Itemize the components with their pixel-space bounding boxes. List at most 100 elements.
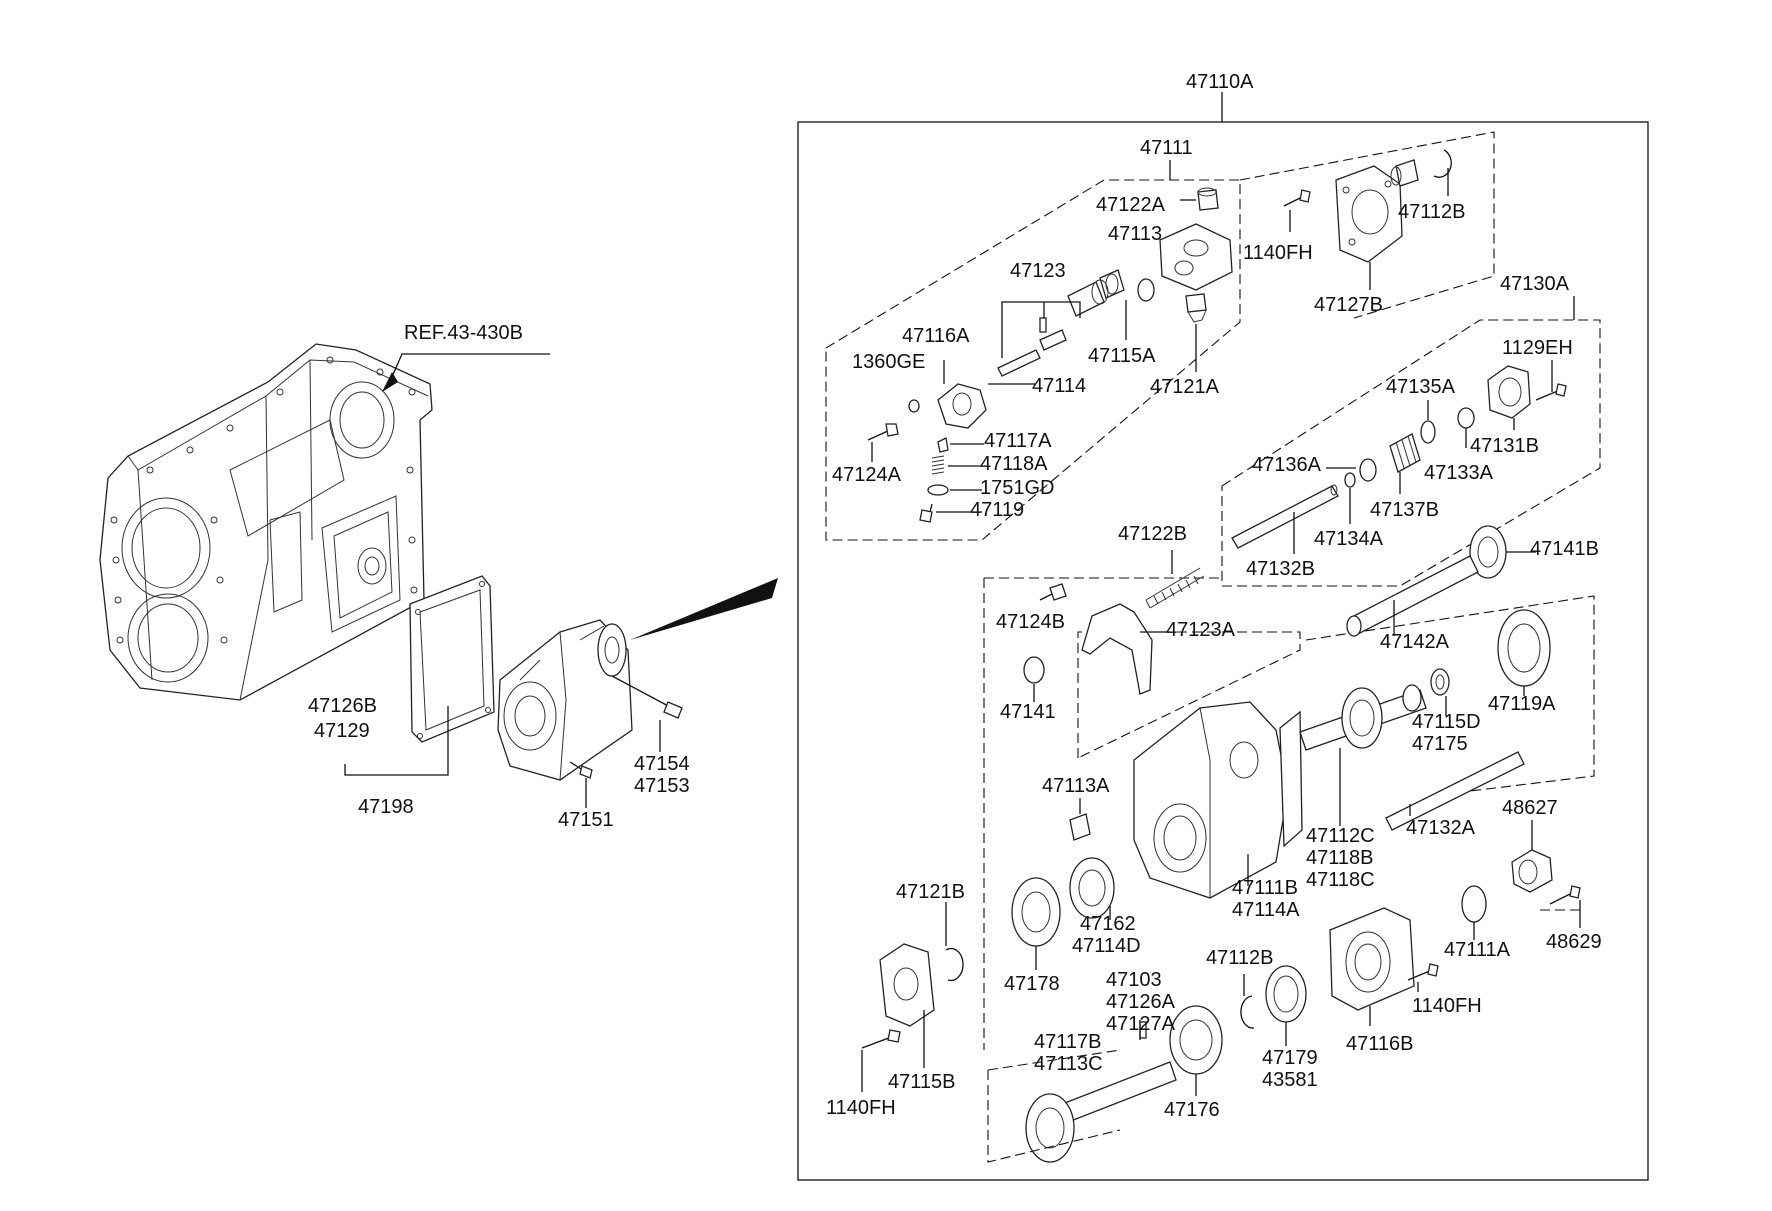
label-47115b: 47115B [888, 1071, 956, 1093]
label-47198: 47198 [358, 796, 414, 818]
valve-body-47113 [1159, 223, 1233, 291]
label-47113c: 47113C [1034, 1053, 1103, 1075]
bearing-47162 [1069, 857, 1115, 919]
bushing-47112b-top [1390, 159, 1419, 187]
group-cover [1239, 131, 1495, 319]
label-ref-43-430b: REF.43-430B [404, 322, 523, 344]
label-47113a: 47113A [1042, 775, 1110, 797]
bolt-47124a [867, 423, 899, 441]
ref-arrowhead [382, 372, 398, 392]
bolt-48629 [1549, 885, 1581, 905]
label-47127b: 47127B [1314, 294, 1383, 316]
pin-47123 [1039, 317, 1047, 333]
label-47112b-bottom: 47112B [1206, 947, 1274, 969]
hub-47119a [1497, 609, 1551, 687]
oring-47113 [1137, 278, 1155, 302]
label-47118b: 47118B [1306, 847, 1374, 869]
label-47175: 47175 [1412, 733, 1468, 755]
seal-47136a [1359, 458, 1377, 482]
shift-fork-47123a [1081, 603, 1153, 695]
label-47114d: 47114D [1072, 935, 1141, 957]
detail-frame-47110a [797, 121, 1649, 1181]
label-47122a: 47122A [1096, 194, 1165, 216]
label-47135a: 47135A [1386, 376, 1455, 398]
group-47130a [1221, 319, 1601, 587]
cover-47127b [1335, 165, 1403, 263]
transmission-case [99, 343, 433, 701]
label-47111b: 47111B [1232, 877, 1298, 899]
label-47103: 47103 [1106, 969, 1162, 991]
label-48629: 48629 [1546, 931, 1602, 953]
bearing-47176 [1169, 1005, 1223, 1075]
bolt-47154 [611, 675, 683, 719]
label-47115a: 47115A [1088, 345, 1156, 367]
label-47121a: 47121A [1150, 376, 1219, 398]
housing-47116b [1329, 907, 1415, 1011]
label-43581: 43581 [1262, 1069, 1318, 1091]
label-47118c: 47118C [1306, 869, 1375, 891]
label-47131b: 47131B [1470, 435, 1539, 457]
leader-47124b [1039, 593, 1053, 601]
label-47153: 47153 [634, 775, 690, 797]
label-47132b: 47132B [1246, 558, 1315, 580]
bolt-47151 [569, 761, 593, 779]
bolt-1129eh [1535, 383, 1567, 401]
label-47112b-top: 47112B [1398, 201, 1466, 223]
leader-47198 [344, 706, 449, 776]
snapring-47112b-top [1433, 149, 1452, 178]
pin-47114 [997, 349, 1041, 377]
label-1751gd: 1751GD [980, 477, 1055, 499]
nut-47133a [1457, 407, 1475, 429]
leader-47123 [1001, 301, 1081, 358]
label-47116b: 47116B [1346, 1033, 1414, 1055]
label-47116a: 47116A [902, 325, 970, 347]
label-47121b: 47121B [896, 881, 965, 903]
snapring-47112b-bottom [1240, 995, 1255, 1029]
label-47176: 47176 [1164, 1099, 1220, 1121]
bearing-47178 [1011, 877, 1061, 947]
sleeve-47115a [1099, 269, 1125, 299]
label-1360ge: 1360GE [852, 351, 926, 373]
shaft-47142a [1346, 555, 1479, 637]
label-47110a: 47110A [1186, 71, 1254, 93]
washer-1751gd [927, 484, 949, 496]
bolt-1140fh-left [861, 1029, 901, 1049]
label-47114: 47114 [1032, 375, 1087, 397]
bolt-1140fh-top [1283, 189, 1311, 207]
lever-47116a [937, 383, 987, 429]
plug-47124b [1049, 583, 1067, 601]
ball-47117a [937, 437, 949, 453]
snapring-47121b [945, 947, 964, 982]
label-47117b: 47117B [1034, 1031, 1102, 1053]
label-47129: 47129 [314, 720, 370, 742]
label-47118a: 47118A [980, 453, 1048, 475]
gear-shaft-47112c [1299, 684, 1427, 751]
label-47113: 47113 [1108, 223, 1163, 245]
spring-47122b [1145, 567, 1205, 609]
pinion-shaft-47113c [1025, 1061, 1177, 1163]
label-47127a: 47127A [1106, 1013, 1175, 1035]
label-47123: 47123 [1010, 260, 1066, 282]
label-1129eh: 1129EH [1502, 337, 1573, 359]
bushing-47113a [1069, 813, 1091, 841]
spool-47123 [1067, 279, 1109, 317]
label-47126b: 47126B [308, 695, 377, 717]
seal-47179 [1265, 965, 1307, 1023]
detail-wedge [630, 578, 778, 640]
bellows-47137b [1389, 433, 1421, 473]
label-47142a: 47142A [1380, 631, 1449, 653]
bolt-47119 [919, 503, 933, 523]
label-48627: 48627 [1502, 797, 1558, 819]
label-47154: 47154 [634, 753, 690, 775]
label-47114a: 47114A [1232, 899, 1300, 921]
label-47112c: 47112C [1306, 825, 1375, 847]
label-47119: 47119 [970, 499, 1025, 521]
label-47111: 47111 [1140, 137, 1193, 159]
label-47179: 47179 [1262, 1047, 1318, 1069]
label-47162: 47162 [1080, 913, 1136, 935]
label-47124b: 47124B [996, 611, 1065, 633]
group-47111 [825, 179, 1241, 541]
seal-47111a [1461, 885, 1487, 923]
collar-48627 [1511, 849, 1553, 893]
